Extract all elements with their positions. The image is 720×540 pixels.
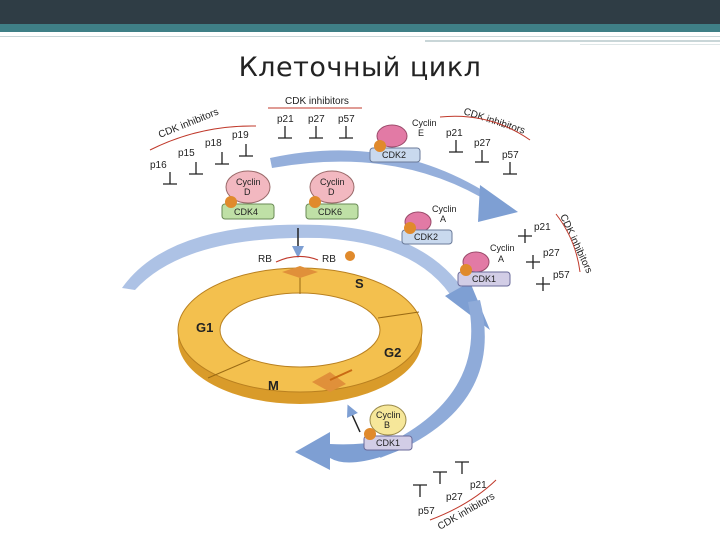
cyclin-b-label: B — [384, 420, 390, 430]
phase-m-label: M — [268, 378, 279, 393]
cdk2-label: CDK2 — [414, 232, 438, 242]
inhibitor-label: p21 — [446, 128, 463, 139]
phase-s-label: S — [355, 276, 364, 291]
inhibitor-label: p27 — [474, 138, 491, 149]
phosphate-icon — [404, 222, 416, 234]
inhibitor-label: p57 — [502, 150, 519, 161]
cdk1-label: CDK1 — [376, 438, 400, 448]
inhibitor-label: p18 — [205, 138, 222, 149]
cyclin-a-label: A — [498, 254, 504, 264]
flow-arrow-top-head — [478, 185, 518, 222]
cyclin-b-label: Cyclin — [376, 410, 401, 420]
inhibitor-label: p19 — [232, 130, 249, 141]
phosphate-icon — [225, 196, 237, 208]
cyclin-d-label: D — [328, 187, 335, 197]
cdk4-label: CDK4 — [234, 207, 258, 217]
phase-g1-label: G1 — [196, 320, 213, 335]
cyclin-a-label: Cyclin — [490, 243, 515, 253]
phosphate-icon — [460, 264, 472, 276]
cyclin-e-label: E — [418, 128, 424, 138]
cdk1-label: CDK1 — [472, 274, 496, 284]
phosphate-icon — [309, 196, 321, 208]
inhibitor-label: p57 — [553, 270, 570, 281]
inhibitor-label: p15 — [178, 148, 195, 159]
rb-label-left: RB — [258, 254, 272, 265]
phase-g2-label: G2 — [384, 345, 401, 360]
inhibitor-label: p27 — [446, 492, 463, 503]
cyclin-d-label: Cyclin — [320, 177, 345, 187]
inhibitors-right-heading: CDK inhibitors — [557, 213, 594, 276]
inhibitors-left-heading: CDK inhibitors — [157, 107, 220, 141]
rb-phosphate-icon — [345, 251, 355, 261]
cdk6-label: CDK6 — [318, 207, 342, 217]
cyclin-d-label: D — [244, 187, 251, 197]
inhibitor-label: p21 — [277, 114, 294, 125]
cyclin-e-label: Cyclin — [412, 118, 437, 128]
inhibitor-label: p16 — [150, 160, 167, 171]
inhibitor-label: p27 — [543, 248, 560, 259]
inhibitor-label: p21 — [534, 222, 551, 233]
inhibitor-label: p57 — [418, 506, 435, 517]
cyclin-a-label: Cyclin — [432, 204, 457, 214]
phosphate-icon — [374, 140, 386, 152]
inhibitor-label: p57 — [338, 114, 355, 125]
rb-label-right: RB — [322, 254, 336, 265]
inhibitor-label: p27 — [308, 114, 325, 125]
phosphate-icon — [364, 428, 376, 440]
cycle-ring-hole — [220, 293, 380, 367]
inhibitors-top-heading: CDK inhibitors — [285, 96, 349, 107]
cdk2-label: CDK2 — [382, 150, 406, 160]
cyclin-a-label: A — [440, 214, 446, 224]
cyclin-d-label: Cyclin — [236, 177, 261, 187]
